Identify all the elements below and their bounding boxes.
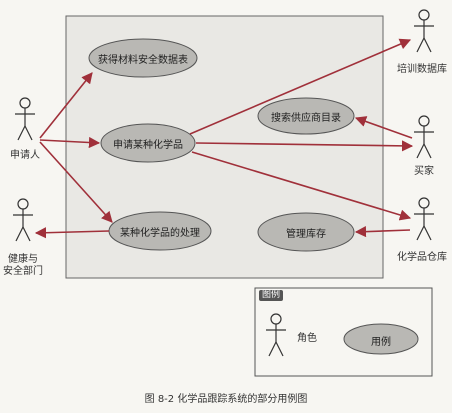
use-case-request-chemical-shape[interactable] [100, 123, 196, 163]
assoc-requester-request [39, 136, 101, 149]
use-case-search-catalog-label: 搜索供应商目录 [271, 113, 341, 124]
actor-requester-figure[interactable] [15, 97, 35, 141]
use-case-search-catalog-shape[interactable] [257, 97, 355, 135]
assoc-request-training-db [189, 38, 412, 135]
associations [34, 38, 414, 239]
actor-health-safety-figure[interactable] [13, 198, 33, 242]
use-case-manage-inventory-label: 管理库存 [286, 229, 326, 240]
actor-training-db-label: 培训数据库 [397, 64, 447, 75]
assoc-request-buyer [195, 140, 414, 152]
use-case-dispose-chemical-label: 某种化学品的处理 [120, 228, 200, 239]
use-case-get-sds-label: 获得材料安全数据表 [98, 55, 188, 66]
actor-health-safety-label-line1: 健康与 [8, 254, 38, 265]
assoc-requester-get-sds [39, 72, 93, 139]
assoc-buyer-search [354, 116, 413, 139]
actor-training-db-figure[interactable] [414, 9, 434, 53]
use-case-get-sds-shape[interactable] [88, 38, 198, 78]
use-case-request-chemical-label: 申请某种化学品 [113, 140, 183, 151]
use-case-manage-inventory-shape[interactable] [257, 212, 355, 252]
legend-actor-figure [266, 313, 286, 357]
actor-warehouse-figure[interactable] [414, 197, 434, 241]
assoc-warehouse-manage [354, 226, 411, 238]
assoc-request-warehouse [191, 151, 412, 221]
legend-use-case-shape [343, 323, 419, 355]
actor-health-safety-label-line2: 安全部门 [3, 266, 43, 277]
actor-buyer-figure[interactable] [414, 115, 434, 159]
actor-requester-label: 申请人 [10, 150, 40, 161]
assoc-dispose-health [34, 227, 110, 239]
legend-title: 图例 [259, 290, 284, 301]
figure-caption: 图 8-2 化学品跟踪系统的部分用例图 [144, 394, 308, 405]
actor-warehouse-label: 化学品仓库 [397, 252, 447, 263]
assoc-requester-dispose [39, 141, 113, 223]
legend-use-case-label: 用例 [371, 337, 391, 348]
actor-buyer-label: 买家 [414, 166, 434, 177]
legend-actor-label: 角色 [297, 333, 317, 344]
